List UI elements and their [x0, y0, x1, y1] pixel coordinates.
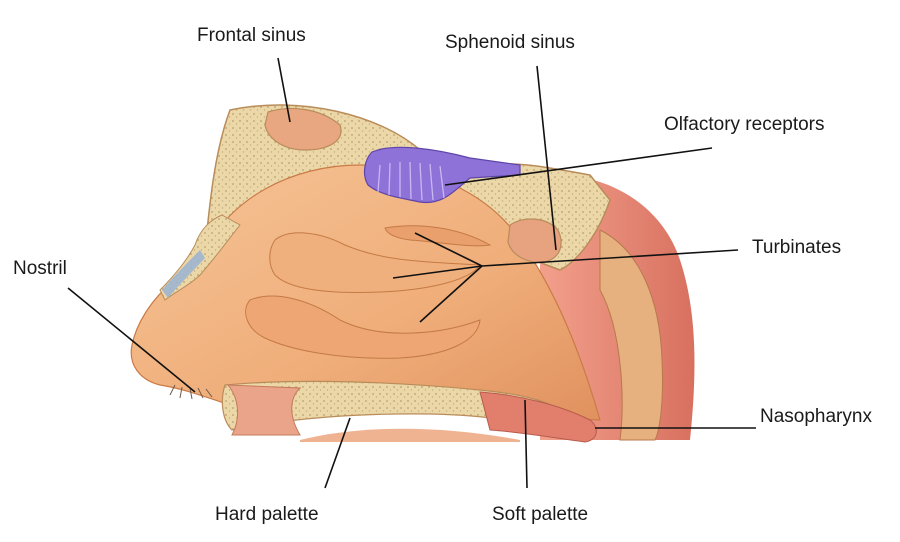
hard-palette-leader	[324, 417, 351, 489]
turbinates-leader-superior	[414, 232, 483, 267]
nostril-label: Nostril	[13, 258, 67, 279]
oral-cavity	[300, 428, 520, 442]
nostril-hairs	[169, 384, 213, 400]
superior-turbinate	[384, 225, 492, 247]
hard-palette-label: Hard palette	[215, 504, 319, 525]
sphenoid-sinus-label: Sphenoid sinus	[445, 32, 575, 53]
frontal-sinus-cavity	[264, 107, 342, 151]
olfactory-receptors-structure	[363, 146, 521, 204]
inferior-turbinate	[245, 295, 481, 359]
sphenoid-sinus-leader	[536, 65, 557, 251]
pharynx-muscle	[599, 229, 664, 441]
turbinates-leader-main	[481, 249, 739, 267]
nasal-cartilage	[162, 250, 205, 298]
anatomy-illustration	[130, 104, 695, 443]
olfactory-receptors-label: Olfactory receptors	[664, 114, 825, 135]
soft-palette-label: Soft palette	[492, 504, 589, 525]
middle-turbinate	[269, 232, 481, 293]
frontal-sinus-label: Frontal sinus	[197, 25, 306, 46]
soft-palette-leader	[524, 399, 528, 489]
frontal-sinus-leader	[277, 57, 291, 123]
sphenoid-sinus-cavity	[507, 218, 562, 263]
nostril-leader	[67, 287, 196, 393]
turbinates-leader-middle	[392, 265, 483, 279]
upper-lip	[226, 384, 302, 436]
turbinates-leader-inferior	[419, 265, 483, 323]
turbinates-label: Turbinates	[752, 237, 842, 258]
soft-palate-tissue	[479, 391, 597, 443]
leader-lines	[67, 57, 756, 489]
nasopharynx-label: Nasopharynx	[760, 406, 872, 427]
olfactory-receptors-leader	[444, 147, 713, 186]
